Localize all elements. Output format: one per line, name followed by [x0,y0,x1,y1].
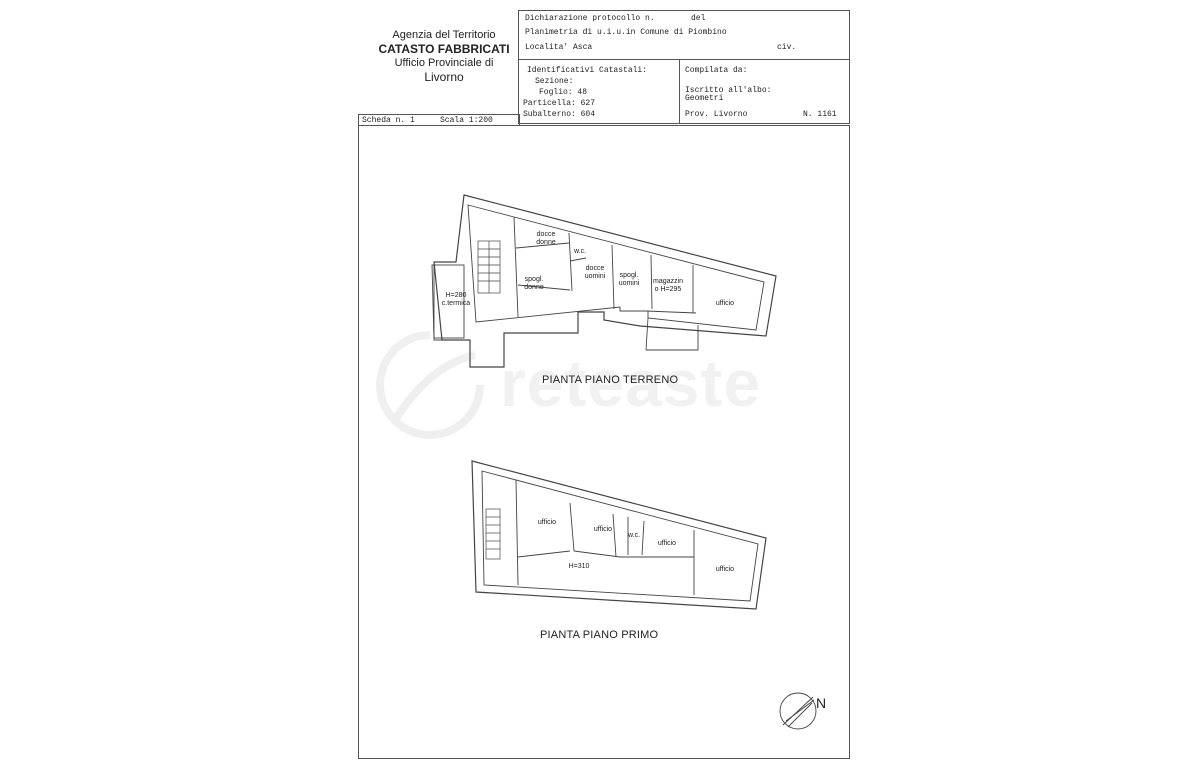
catasto-title: CATASTO FABBRICATI [378,42,510,56]
office-label: Ufficio Provinciale di [394,57,494,69]
drawing-frame [358,125,850,759]
foglio-label: Foglio: 48 [539,88,588,97]
agency-block: Agenzia del Territorio CATASTO FABBRICAT… [372,28,516,84]
office-city: Livorno [424,70,464,84]
identifiers-title: Identificativi Catastali: [527,66,648,75]
room-ufficio-3: ufficio [657,540,677,547]
profession-label: Geometri [685,94,724,103]
watermark-text: reteaste [500,346,762,420]
registration-number: N. 1161 [803,110,837,119]
first-floor-title: PIANTA PIANO PRIMO [540,629,659,641]
room-wc-first: w.c. [627,532,641,539]
room-ufficio-4: ufficio [715,566,735,573]
room-docce-uomini: docce uomini [584,265,606,280]
protocol-box: Dichiarazione protocollo n. del Planimet… [518,10,850,124]
protocol-del: del [691,14,706,23]
sheet-tab-border [358,114,520,126]
room-spogl-uomini: spogl. uomini [618,272,640,287]
civic-label: civ. [777,43,797,52]
compass-north-label: N [816,695,827,711]
first-floor-plan [471,460,767,610]
locality-label: Localita' Asca [525,43,593,52]
room-ufficio-1: ufficio [537,519,557,526]
registered-label: Iscritto all'albo: [685,86,772,95]
sezione-label: Sezione: [535,77,574,86]
scale-label: Scala 1:200 [440,116,493,125]
particella-label: Particella: 627 [523,99,596,108]
province-label: Prov. Livorno [685,110,748,119]
room-centrale-termica: H=280 c.termica [441,292,471,307]
first-floor-height: H=310 [568,563,590,570]
room-wc-ground: w.c. [573,248,587,255]
subalterno-label: Subalterno: 604 [523,110,596,119]
room-magazzino: magazzin o H=295 [653,278,683,293]
protocol-label: Dichiarazione protocollo n. [525,14,655,23]
room-ufficio-ground: ufficio [715,300,735,307]
agency-name: Agenzia del Territorio [392,29,496,41]
floor-plans-drawing [431,194,817,730]
room-docce-donne: docce donne [536,231,556,246]
compass-icon [779,692,817,730]
room-ufficio-2: ufficio [593,526,613,533]
ground-floor-title: PIANTA PIANO TERRENO [542,374,679,386]
planimetry-label: Planimetria di u.i.u.in Comune di Piombi… [525,28,727,37]
watermark-logo [376,331,484,439]
compiled-by-label: Compilata da: [685,66,748,75]
ground-floor-plan [431,194,777,368]
room-spogl-donne: spogl. donne [524,276,544,291]
sheet-number: Scheda n. 1 [362,116,415,125]
